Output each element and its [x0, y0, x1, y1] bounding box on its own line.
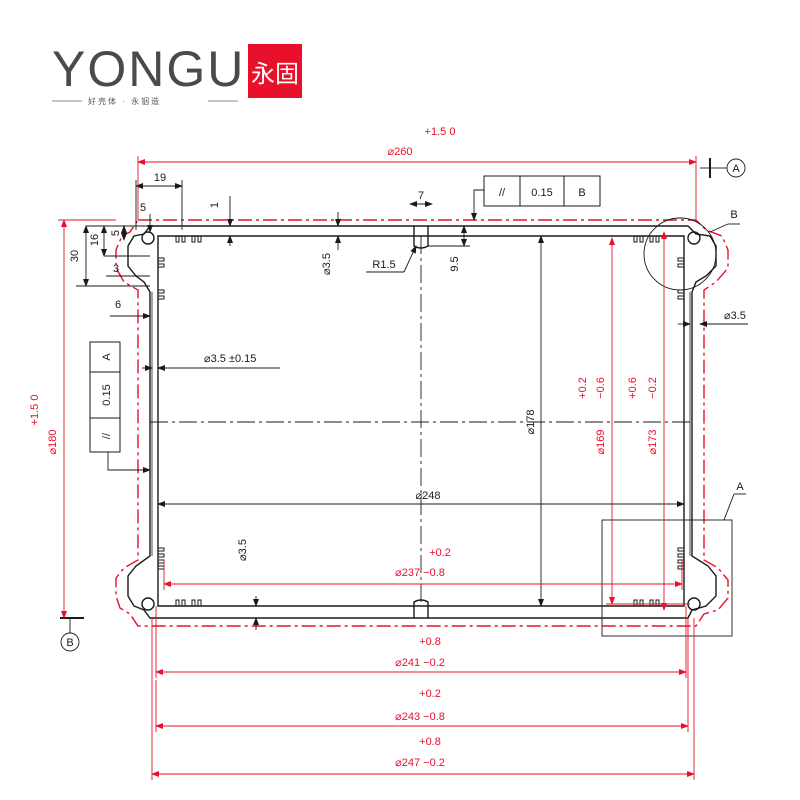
- dim-243-upper: +0.2: [419, 688, 441, 700]
- dim-19: 19: [154, 172, 166, 184]
- groove: [191, 236, 202, 243]
- groove: [633, 236, 644, 243]
- dim-237: ⌀237 −0.8: [395, 567, 445, 579]
- groove: [677, 289, 684, 300]
- dim-173-lower: −0.2: [647, 377, 659, 399]
- groove: [649, 599, 660, 606]
- dim-169: ⌀169: [595, 430, 607, 455]
- groove: [677, 547, 684, 558]
- dim-r1-5: R1.5: [372, 259, 395, 271]
- tolerance-datum: B: [578, 187, 585, 199]
- dim-241-upper: +0.8: [419, 636, 441, 648]
- dim-3-5-bottom: ⌀3.5: [237, 539, 249, 561]
- centerlines: [150, 235, 692, 607]
- inner-wall: [157, 235, 685, 607]
- tolerance-value: 0.15: [531, 187, 552, 199]
- dim-260-tol: +1.5 0: [425, 126, 456, 138]
- brand-name: YONGU: [52, 41, 245, 97]
- dim-237-upper: +0.2: [429, 547, 451, 559]
- bottom-slot: [413, 599, 429, 618]
- tolerance-datum: A: [101, 353, 113, 361]
- dim-3: 3: [113, 263, 119, 275]
- brand-logo: YONGU 永固 好壳体 · 永铟造: [52, 41, 302, 106]
- dim-180: ⌀180: [47, 430, 59, 455]
- brand-tagline: 好壳体 · 永铟造: [88, 96, 161, 106]
- groove: [158, 289, 165, 300]
- dim-173-upper: +0.6: [627, 377, 639, 399]
- groove: [175, 599, 186, 606]
- detail-a-label: A: [736, 481, 744, 493]
- groove: [175, 236, 186, 243]
- dim-243: ⌀243 −0.8: [395, 711, 445, 723]
- tolerance-symbol: //: [101, 432, 113, 439]
- dim-169-upper: +0.2: [577, 377, 589, 399]
- dim-247-upper: +0.8: [419, 736, 441, 748]
- dim-173: ⌀173: [647, 430, 659, 455]
- tolerance-value: 0.15: [101, 384, 113, 405]
- dim-180-tol: +1.5 0: [29, 395, 41, 426]
- dim-3-5-left: ⌀3.5 ±0.15: [204, 353, 256, 365]
- tolerance-symbol: //: [499, 187, 506, 199]
- groove: [677, 559, 684, 570]
- groove: [649, 236, 660, 243]
- dim-178: ⌀178: [525, 410, 537, 435]
- dim-5: 5: [140, 202, 146, 214]
- brand-mark-seal: 永固: [248, 44, 302, 98]
- detail-b-label: B: [730, 209, 737, 221]
- red-dimensions: [58, 156, 697, 780]
- dim-248: ⌀248: [416, 490, 441, 502]
- dim-30: 30: [69, 250, 81, 262]
- dim-260: ⌀260: [388, 146, 413, 158]
- tolerance-frame-top: [483, 175, 601, 207]
- groove: [158, 547, 165, 558]
- dim-6: 6: [115, 299, 121, 311]
- datum-b: B: [66, 637, 73, 649]
- groove: [191, 599, 202, 606]
- dim-9-5: 9.5: [449, 256, 461, 271]
- datum-a: A: [732, 163, 740, 175]
- tolerance-frame-left: [89, 341, 121, 453]
- dim-5b: 5: [110, 230, 122, 236]
- dim-241: ⌀241 −0.2: [395, 657, 445, 669]
- dim-1: 1: [209, 202, 221, 208]
- groove: [158, 559, 165, 570]
- groove: [633, 599, 644, 606]
- brand-mark-text: 永固: [251, 60, 299, 88]
- dim-16: 16: [89, 234, 101, 246]
- groove: [677, 257, 684, 268]
- dim-3-5-top: ⌀3.5: [321, 253, 333, 275]
- groove: [158, 257, 165, 268]
- dim-7: 7: [418, 190, 424, 202]
- dim-247: ⌀247 −0.2: [395, 757, 445, 769]
- dim-169-lower: −0.6: [595, 377, 607, 399]
- dim-3-5-right: ⌀3.5: [724, 310, 746, 322]
- outer-envelope: [115, 219, 729, 627]
